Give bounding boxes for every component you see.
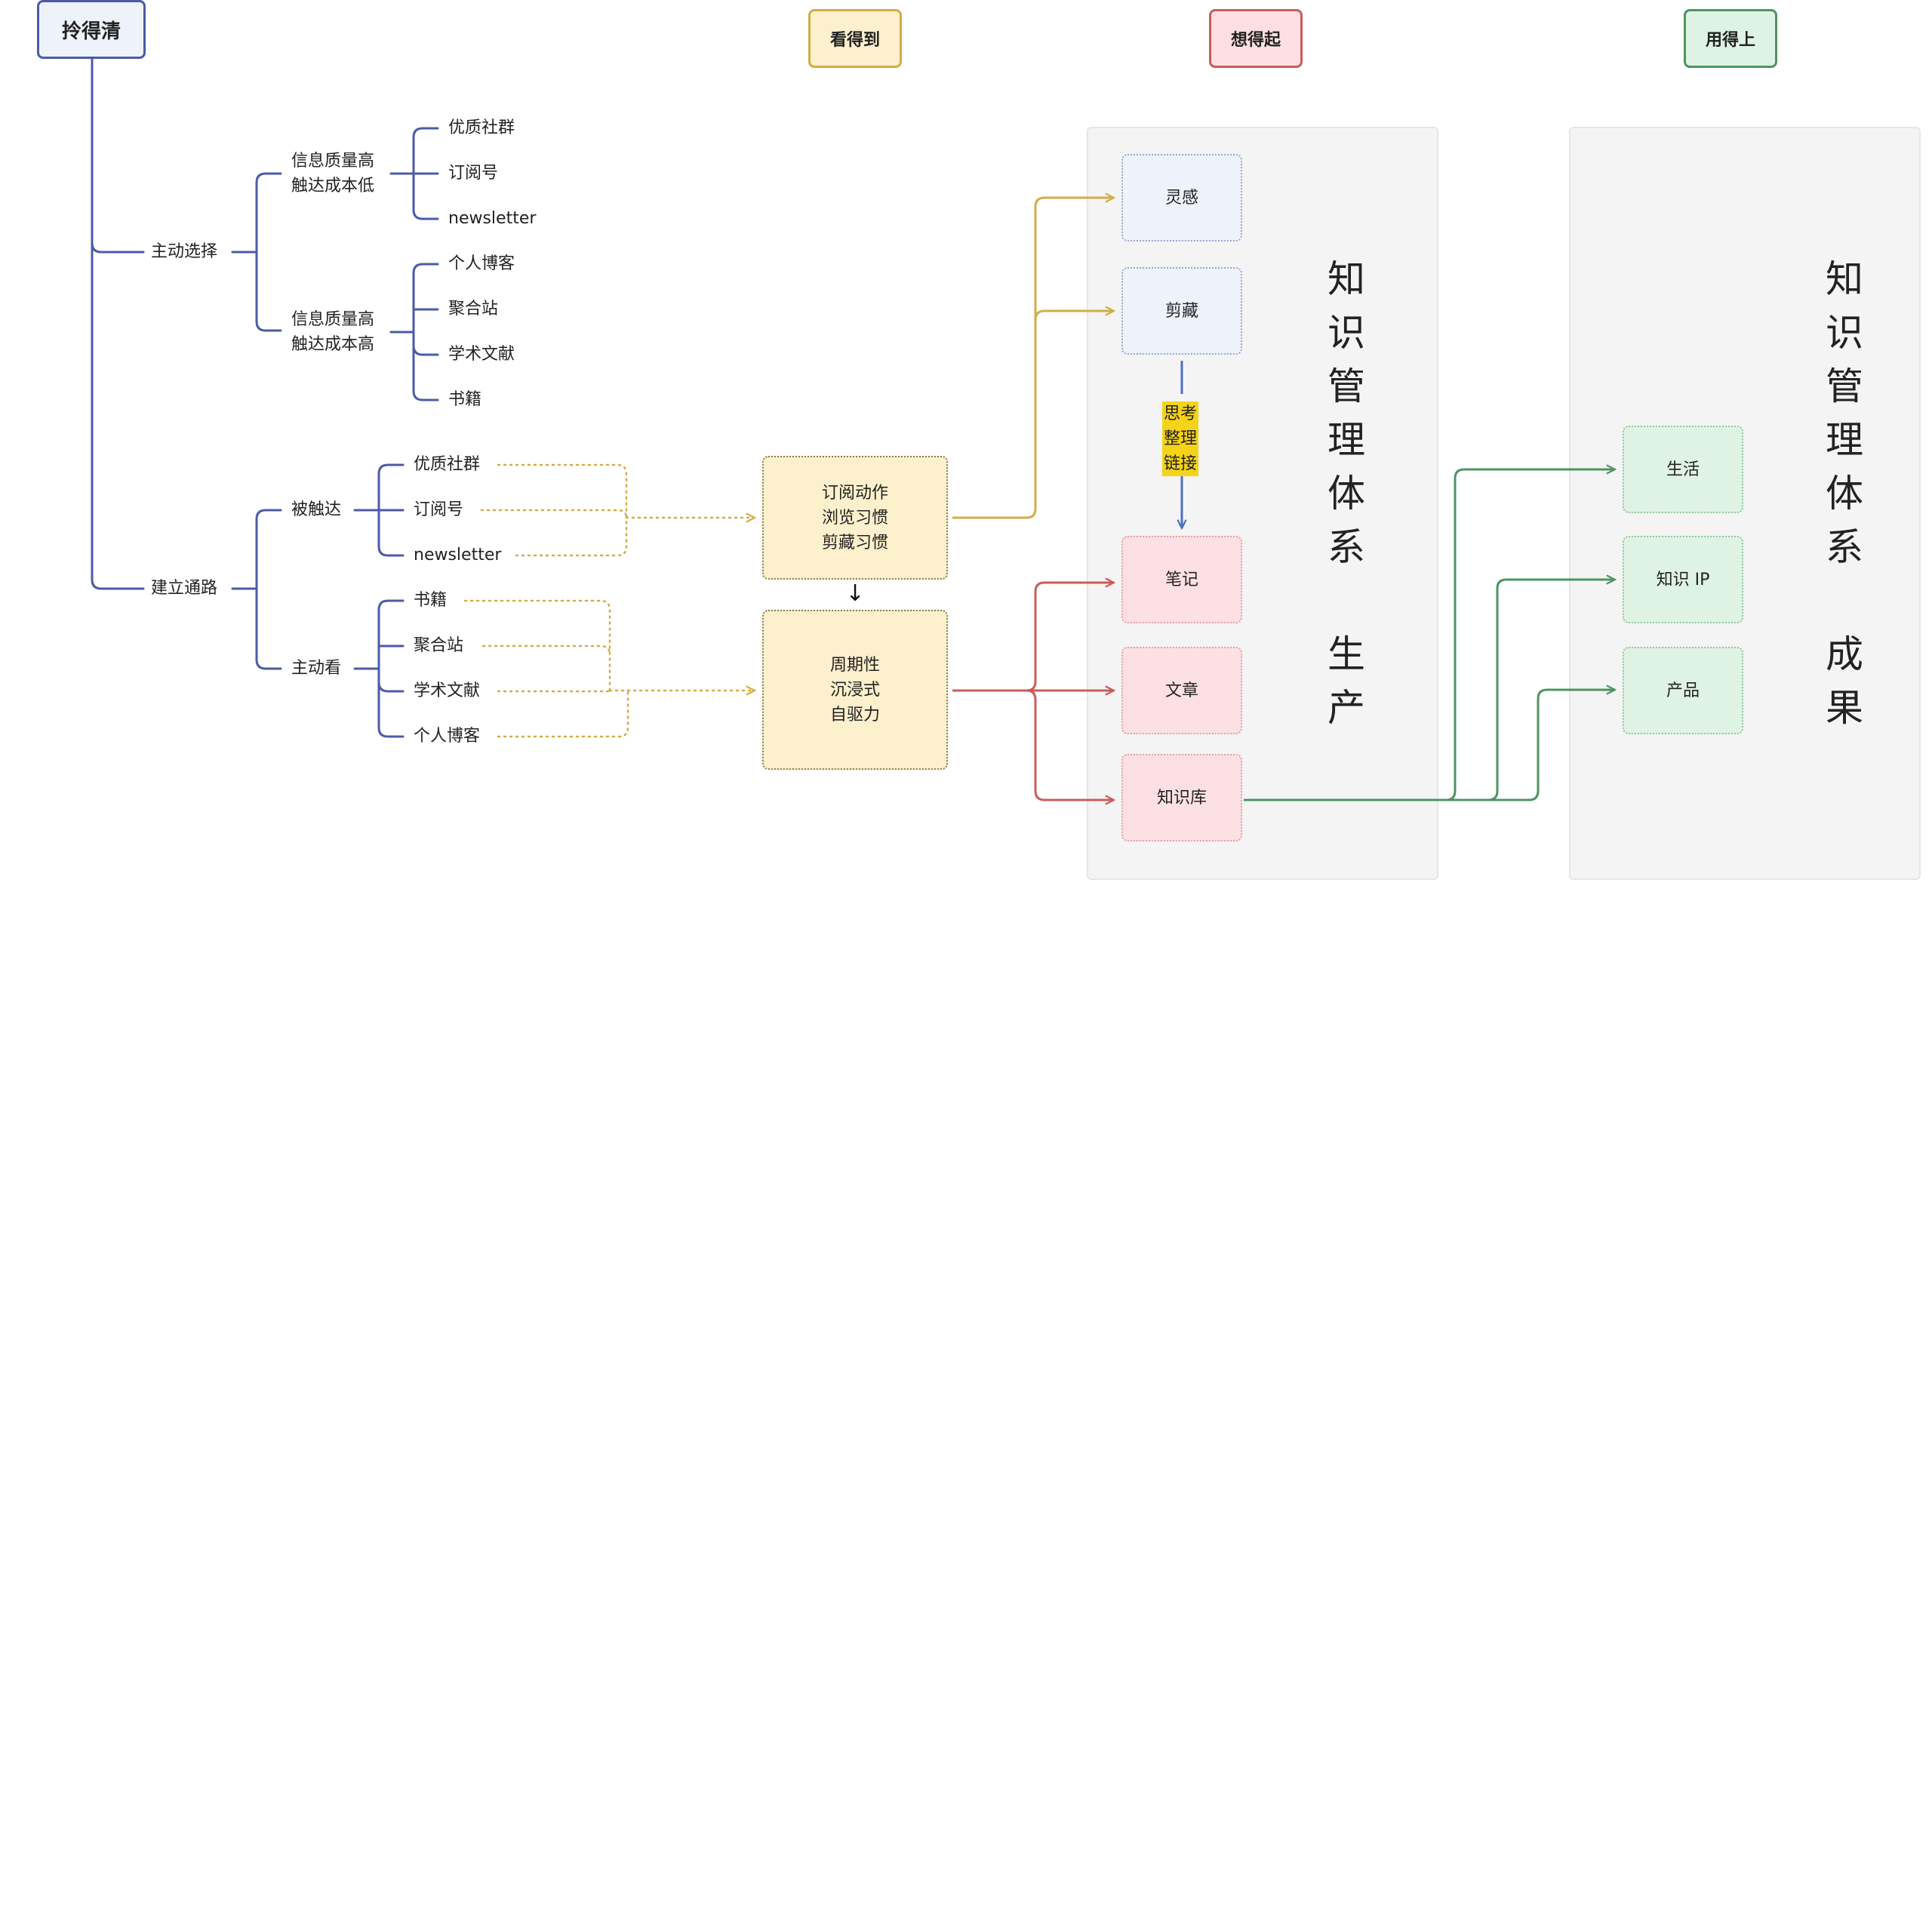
drive-box[interactable]: 周期性 沉浸式 自驱力 [762,610,948,770]
clipping-node[interactable]: 剪藏 [1121,267,1242,355]
habits-box[interactable]: 订阅动作 浏览习惯 剪藏习惯 [762,456,948,580]
active-read-to-drive-connector [463,599,755,738]
active-choice-node[interactable]: 主动选择 [151,242,218,261]
leaf-item[interactable]: 书籍 [414,591,448,610]
use-header-tag[interactable]: 用得上 [1684,9,1777,68]
leaf-item[interactable]: 优质社群 [448,118,515,137]
think-header-tag[interactable]: 想得起 [1209,9,1303,68]
leaf-item[interactable]: 聚合站 [414,636,464,655]
high-cost-source-node[interactable]: 信息质量高 触达成本高 [291,310,375,354]
drive-to-notes-connector [952,583,1114,692]
leaf-item[interactable]: 个人博客 [448,254,515,273]
process-label: 思考 整理 链接 [1162,401,1199,476]
low-cost-branch-line [389,127,439,220]
leaf-item[interactable]: 聚合站 [448,300,499,318]
knowledge-ip-node[interactable]: 知识 IP [1623,536,1743,623]
product-node[interactable]: 产品 [1623,647,1743,734]
habits-to-inspiration-connector [952,198,1114,519]
knowledgebase-node[interactable]: 知识库 [1121,754,1242,841]
drive-to-knowledgebase-connector [1026,689,1114,800]
result-panel-title: 知 识 管 理 体 系 成 果 [1826,257,1863,730]
reached-branch-line [353,463,405,557]
leaf-item[interactable]: 订阅号 [414,500,464,519]
see-header-tag[interactable]: 看得到 [808,9,902,68]
notes-node[interactable]: 笔记 [1121,536,1242,623]
leaf-item[interactable]: newsletter [448,209,537,228]
habits-to-clipping-connector [1034,311,1114,321]
low-cost-source-node[interactable]: 信息质量高 触达成本低 [291,152,375,195]
build-path-node[interactable]: 建立通路 [151,579,218,598]
production-panel-title: 知 识 管 理 体 系 生 产 [1327,257,1365,730]
leaf-item[interactable]: newsletter [414,546,502,565]
root-node[interactable]: 拎得清 [37,0,146,59]
reached-to-habits-connector [480,463,755,557]
active-read-branch-line [353,599,405,738]
life-node[interactable]: 生活 [1623,426,1743,513]
down-arrow-icon: ↓ [845,580,865,607]
high-cost-branch-line [389,263,439,401]
leaf-item[interactable]: 个人博客 [414,727,481,746]
leaf-item[interactable]: 学术文献 [414,681,481,700]
leaf-item[interactable]: 订阅号 [448,164,499,183]
leaf-item[interactable]: 学术文献 [448,345,515,364]
build-path-branch-line [231,509,282,670]
root-trunk-line [91,57,145,590]
leaf-item[interactable]: 书籍 [448,390,482,409]
active-read-node[interactable]: 主动看 [291,659,342,678]
leaf-item[interactable]: 优质社群 [414,455,481,474]
knowledgebase-to-product-connector [1488,690,1615,801]
article-node[interactable]: 文章 [1121,647,1242,734]
active-choice-branch-line [231,172,282,332]
reached-node[interactable]: 被触达 [291,500,342,519]
inspiration-node[interactable]: 灵感 [1121,154,1242,242]
knowledgebase-to-life-connector [1244,469,1615,801]
